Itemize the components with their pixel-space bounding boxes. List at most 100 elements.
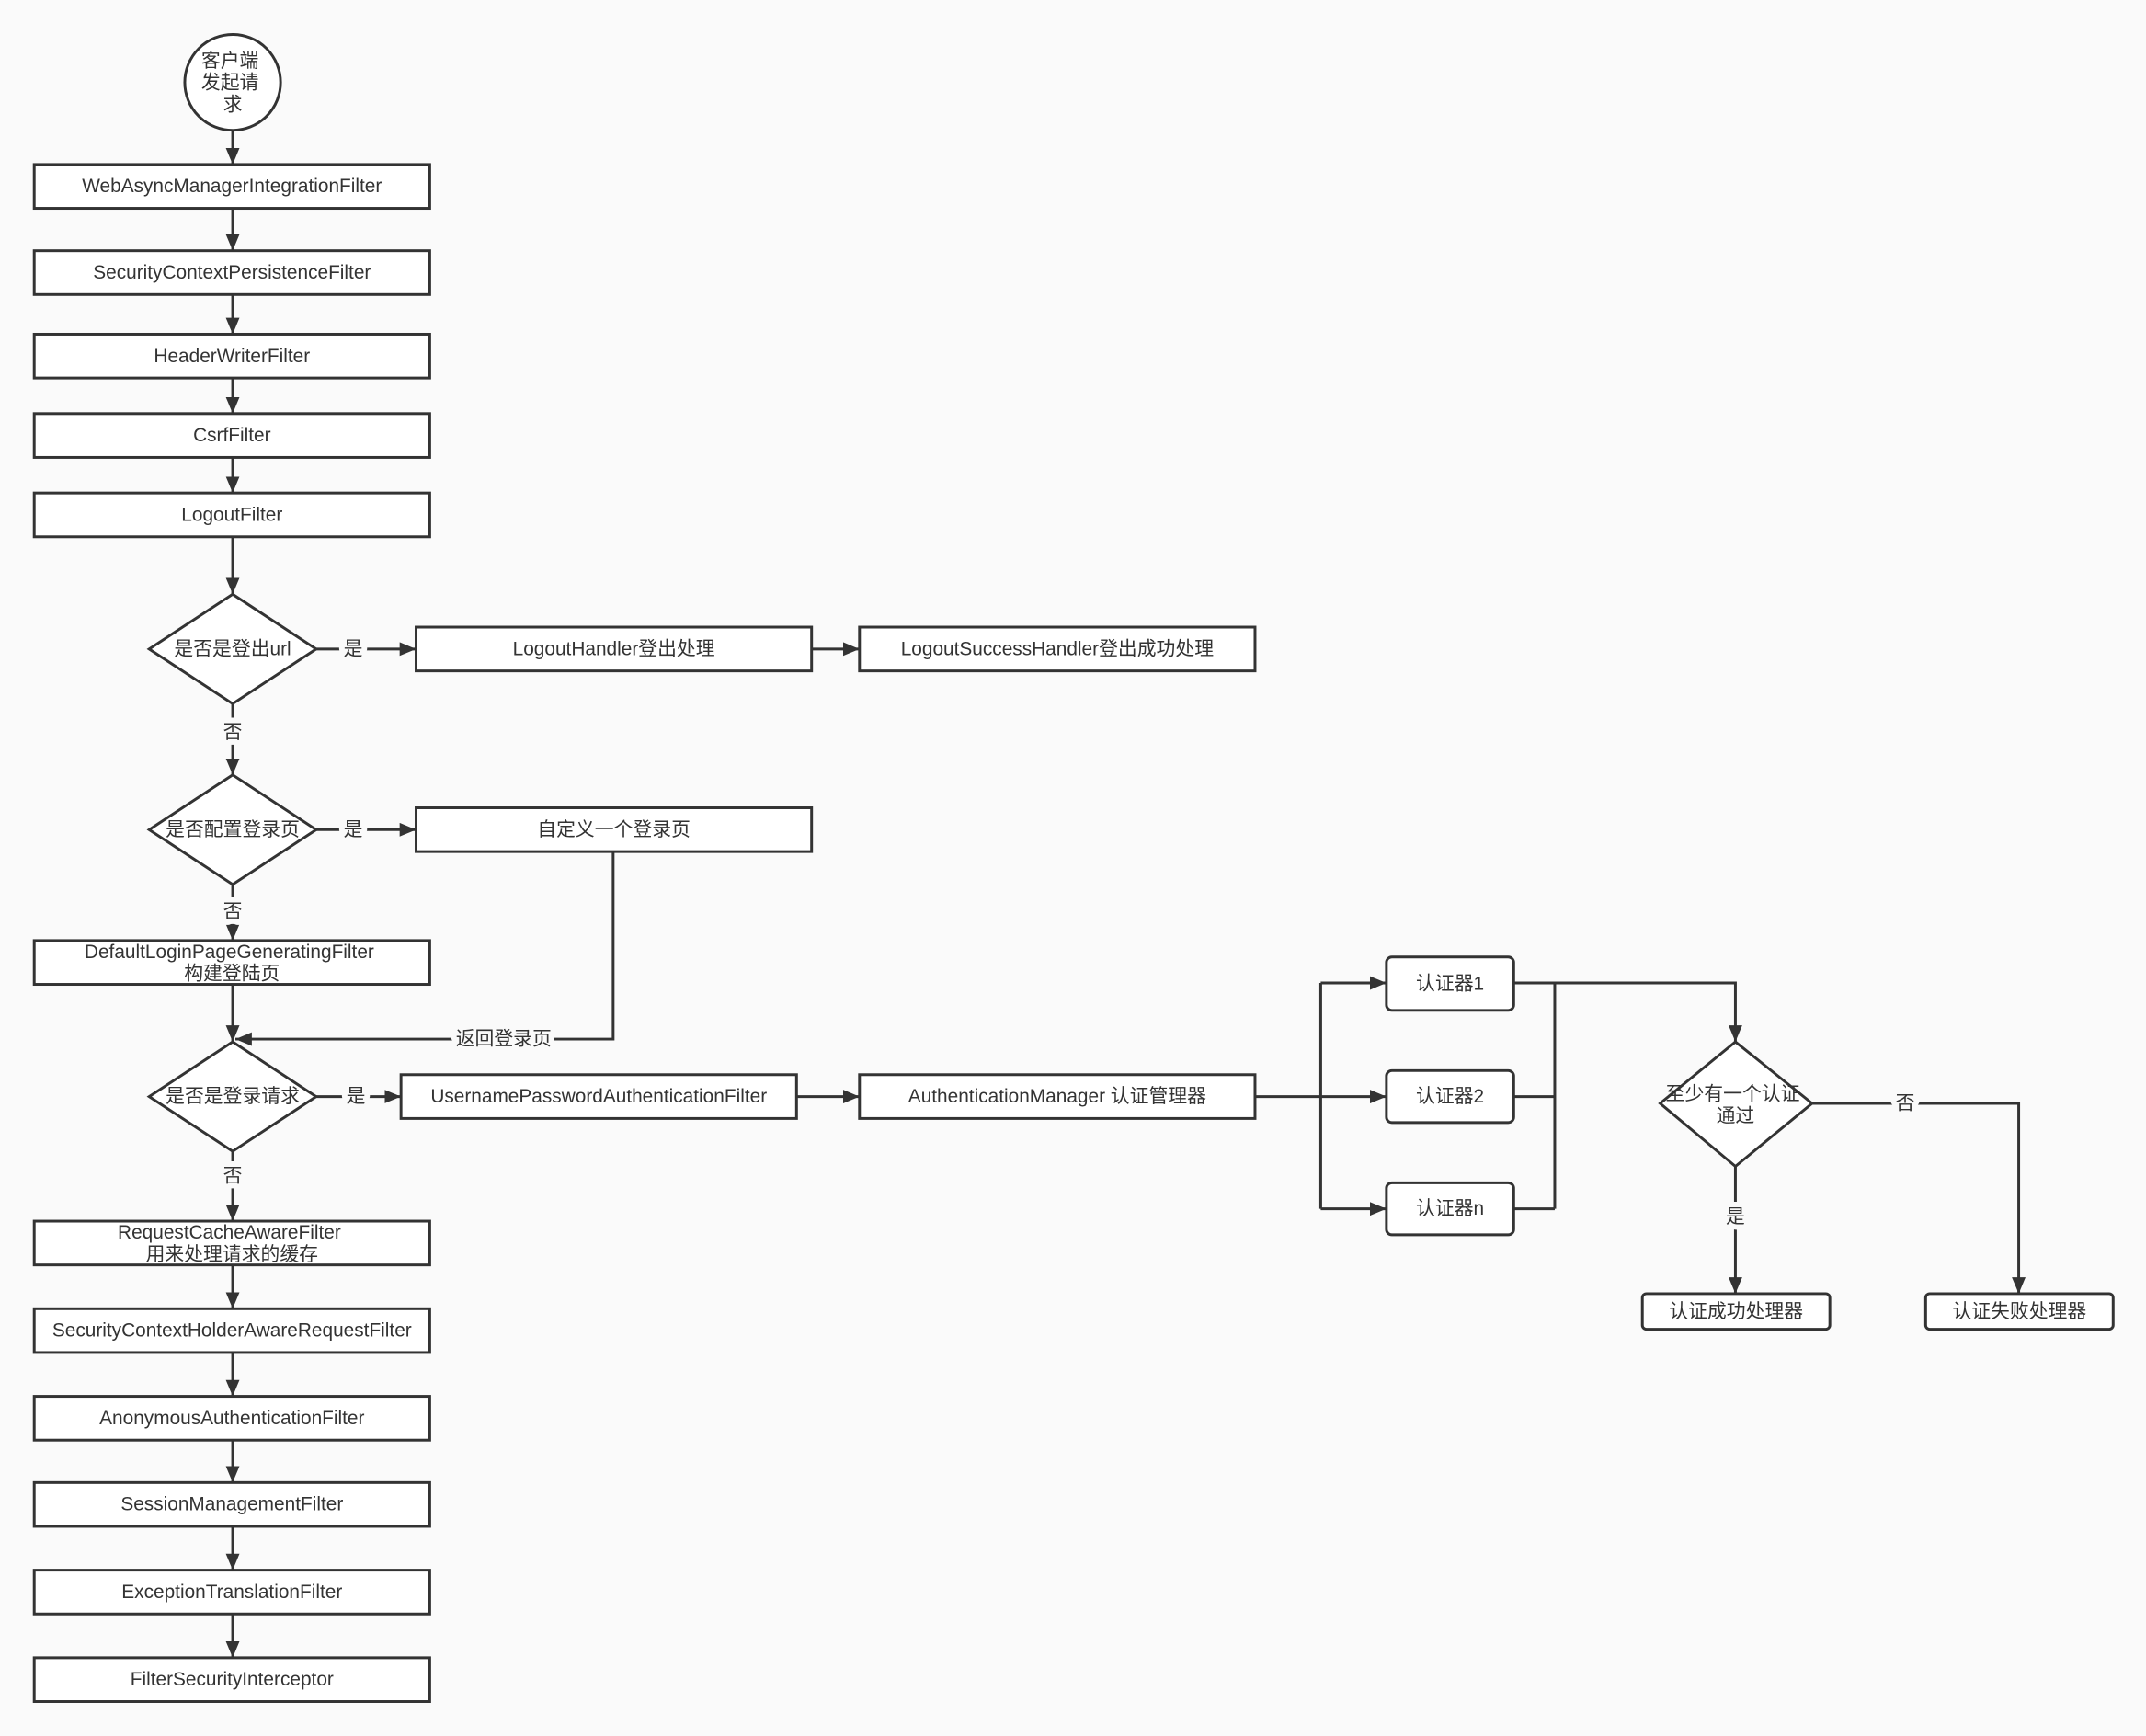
authenticator-1-label: 认证器1 (1416, 973, 1484, 994)
login-page-diamond (146, 773, 319, 886)
edge-label-login-request-yes: 是 (347, 1086, 366, 1107)
arrow-authenticators-to-decision (1513, 981, 1742, 1043)
edge-label-auth-yes: 是 (1726, 1206, 1745, 1228)
decision-login-request: 是否是登录请求 (146, 1040, 319, 1153)
node-exception-translation: ExceptionTranslationFilter (32, 1569, 431, 1616)
node-logout-success-handler: LogoutSuccessHandler登出成功处理 (858, 625, 1257, 673)
failure-handler-box (1923, 1292, 2115, 1331)
default-login-page-label: DefaultLoginPageGeneratingFilter 构建登陆页 (85, 941, 380, 984)
start-label-line-1: 客户端 (201, 50, 258, 71)
node-success-handler: 认证成功处理器 (1640, 1292, 1832, 1331)
edge-label-auth-no: 否 (1896, 1093, 1915, 1114)
session-management-label: SessionManagementFilter (120, 1494, 343, 1515)
node-custom-login-page: 自定义一个登录页 (415, 806, 814, 853)
holder-aware-box (32, 1307, 431, 1354)
arrow-custom-page-return (235, 851, 615, 1046)
decision-login-page-configured: 是否配置登录页 (146, 773, 319, 886)
arrow-auth-decision-no (1811, 1102, 2026, 1294)
edge-label-login-request-no: 否 (223, 1165, 243, 1186)
logout-url-diamond (146, 592, 319, 706)
edge-label-login-page-yes: 是 (344, 819, 363, 840)
authenticator-1-box (1385, 955, 1515, 1012)
csrf-box (32, 412, 431, 459)
start-circle (183, 33, 282, 132)
node-authenticator-1: 认证器1 (1385, 955, 1515, 1012)
custom-login-page-box (415, 806, 814, 853)
node-webasync: WebAsyncManagerIntegrationFilter (32, 163, 431, 211)
username-password-filter-box (399, 1073, 798, 1120)
start-label-line-3: 求 (223, 94, 243, 115)
anonymous-label: AnonymousAuthenticationFilter (99, 1408, 364, 1429)
login-request-diamond (146, 1040, 319, 1153)
node-session-management: SessionManagementFilter (32, 1480, 431, 1528)
username-password-filter-label: UsernamePasswordAuthenticationFilter (430, 1086, 767, 1107)
login-request-label: 是否是登录请求 (166, 1086, 300, 1107)
authenticator-2-label: 认证器2 (1416, 1086, 1484, 1107)
filter-security-interceptor-label: FilterSecurityInterceptor (131, 1669, 334, 1690)
edge-label-return-login-page: 返回登录页 (456, 1029, 552, 1050)
node-authentication-manager: AuthenticationManager 认证管理器 (858, 1073, 1257, 1120)
holder-aware-label: SecurityContextHolderAwareRequestFilter (52, 1320, 412, 1342)
start-label-line-2: 发起请 (201, 72, 258, 93)
csrf-label: CsrfFilter (193, 425, 271, 446)
authenticator-n-box (1385, 1181, 1515, 1237)
persistence-box (32, 249, 431, 296)
decision-at-least-one-passed: 至少有一个认证 通过 (1658, 1040, 1815, 1169)
node-start: 客户端 发起请 求 (183, 33, 282, 132)
custom-login-page-label: 自定义一个登录页 (537, 819, 691, 840)
at-least-one-passed-diamond (1658, 1040, 1815, 1169)
logout-handler-box (415, 625, 814, 673)
login-page-label: 是否配置登录页 (166, 819, 300, 840)
success-handler-box (1640, 1292, 1832, 1331)
logout-success-handler-box (858, 625, 1257, 673)
edge-label-logout-no: 否 (223, 722, 243, 743)
request-cache-label: RequestCacheAwareFilter 用来处理请求的缓存 (118, 1221, 347, 1264)
exception-translation-label: ExceptionTranslationFilter (121, 1582, 342, 1603)
default-login-page-box (32, 939, 431, 987)
persistence-label: SecurityContextPersistenceFilter (93, 262, 371, 283)
start-label: 客户端 发起请 求 (201, 50, 264, 115)
request-cache-box (32, 1219, 431, 1267)
authenticator-n-label: 认证器n (1416, 1198, 1484, 1219)
at-least-one-passed-line-2: 通过 (1717, 1105, 1755, 1126)
node-logout-filter: LogoutFilter (32, 491, 431, 539)
at-least-one-passed-label: 至少有一个认证 通过 (1666, 1083, 1806, 1126)
node-authenticator-n: 认证器n (1385, 1181, 1515, 1237)
node-persistence: SecurityContextPersistenceFilter (32, 249, 431, 296)
node-failure-handler: 认证失败处理器 (1923, 1292, 2115, 1331)
node-header-writer: HeaderWriterFilter (32, 332, 431, 380)
request-cache-line-2: 用来处理请求的缓存 (146, 1243, 318, 1264)
anonymous-box (32, 1395, 431, 1442)
default-login-page-line-1: DefaultLoginPageGeneratingFilter (85, 941, 374, 962)
logout-handler-label: LogoutHandler登出处理 (513, 638, 715, 659)
exception-translation-box (32, 1569, 431, 1616)
node-anonymous: AnonymousAuthenticationFilter (32, 1395, 431, 1442)
node-request-cache: RequestCacheAwareFilter 用来处理请求的缓存 (32, 1219, 431, 1267)
filter-security-interceptor-box (32, 1656, 431, 1703)
authentication-manager-box (858, 1073, 1257, 1120)
edge-label-login-page-no: 否 (223, 901, 243, 922)
node-authenticator-2: 认证器2 (1385, 1068, 1515, 1125)
logout-filter-label: LogoutFilter (181, 504, 282, 525)
logout-success-handler-label: LogoutSuccessHandler登出成功处理 (901, 638, 1214, 659)
node-logout-handler: LogoutHandler登出处理 (415, 625, 814, 673)
authenticator-2-box (1385, 1068, 1515, 1125)
node-username-password-filter: UsernamePasswordAuthenticationFilter (399, 1073, 798, 1120)
edge-label-logout-yes: 是 (344, 638, 363, 659)
session-management-box (32, 1480, 431, 1528)
success-handler-label: 认证成功处理器 (1669, 1301, 1803, 1322)
node-csrf: CsrfFilter (32, 412, 431, 459)
webasync-label: WebAsyncManagerIntegrationFilter (82, 176, 382, 197)
logout-url-label: 是否是登出url (174, 638, 291, 659)
decision-logout-url: 是否是登出url (146, 592, 319, 706)
node-holder-aware: SecurityContextHolderAwareRequestFilter (32, 1307, 431, 1354)
connectors (225, 130, 2026, 1658)
logout-filter-box (32, 491, 431, 539)
at-least-one-passed-line-1: 至少有一个认证 (1666, 1083, 1800, 1104)
request-cache-line-1: RequestCacheAwareFilter (118, 1221, 341, 1242)
header-writer-label: HeaderWriterFilter (154, 346, 310, 367)
default-login-page-line-2: 构建登陆页 (184, 963, 280, 984)
node-default-login-page: DefaultLoginPageGeneratingFilter 构建登陆页 (32, 939, 431, 987)
failure-handler-label: 认证失败处理器 (1952, 1301, 2086, 1322)
